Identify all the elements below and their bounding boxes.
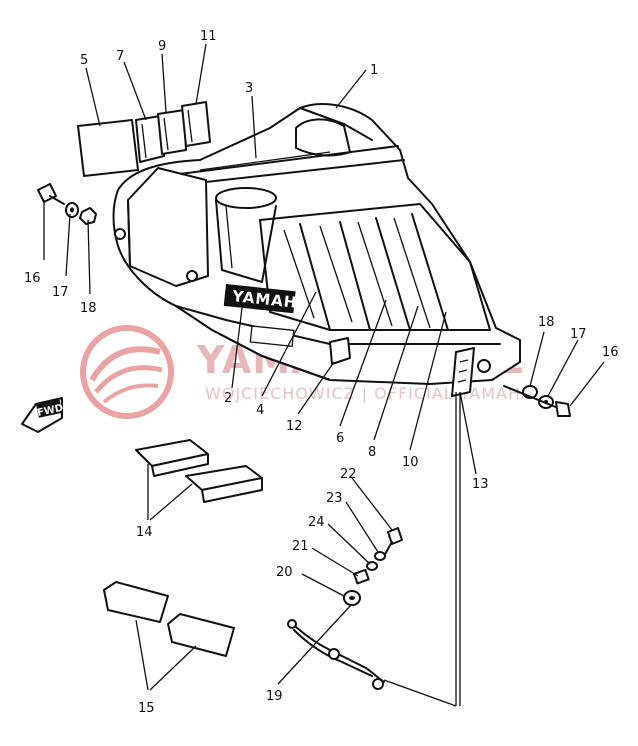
callout-16-left: 16 <box>24 271 41 286</box>
callout-6: 6 <box>336 431 344 446</box>
fwd-arrow: FWD <box>21 397 64 433</box>
plate-11 <box>181 101 211 147</box>
callout-18-right: 18 <box>538 315 555 330</box>
leader-lines <box>43 43 605 707</box>
pad-15a <box>103 581 169 623</box>
pad-14a <box>135 439 209 477</box>
callout-10: 10 <box>402 455 419 470</box>
callout-7: 7 <box>116 49 124 64</box>
watermark-logo <box>80 325 174 419</box>
pad-14b <box>185 465 263 503</box>
callout-20: 20 <box>276 565 293 580</box>
callout-5: 5 <box>80 53 88 68</box>
yamaha-emblem <box>223 284 296 314</box>
callout-labels: 1 2 3 4 5 6 7 8 9 10 11 12 13 14 15 16 1… <box>24 29 619 716</box>
callout-11: 11 <box>200 29 217 44</box>
plate-9 <box>157 109 187 155</box>
watermark-subtitle: WOJCIECHOWICZ | OFFICIAL YAMAHA <box>205 384 533 403</box>
plate-12 <box>329 337 351 365</box>
nut-18-left <box>79 207 97 225</box>
callout-14: 14 <box>136 525 153 540</box>
plate-7 <box>135 115 165 163</box>
callout-9: 9 <box>158 39 166 54</box>
bracket-19 <box>287 619 385 690</box>
callout-8: 8 <box>368 445 376 460</box>
bolt-16-left <box>37 183 65 205</box>
fwd-text: FWD <box>36 403 64 419</box>
engine-cover: YAMAHA <box>112 103 521 397</box>
callout-19: 19 <box>266 689 283 704</box>
callout-2: 2 <box>224 391 232 406</box>
plate-13 <box>451 347 475 397</box>
plate-5 <box>77 119 139 177</box>
callout-12: 12 <box>286 419 303 434</box>
washer-17-left <box>65 202 79 218</box>
callout-23: 23 <box>326 491 343 506</box>
callout-21: 21 <box>292 539 309 554</box>
bolt-16-right <box>503 385 571 417</box>
callout-16-right: 16 <box>602 345 619 360</box>
callout-24: 24 <box>308 515 325 530</box>
callout-1: 1 <box>370 63 378 78</box>
collar-21 <box>353 568 370 585</box>
callout-13: 13 <box>472 477 489 492</box>
callout-15: 15 <box>138 701 155 716</box>
pad-15b <box>167 613 235 657</box>
washer-23 <box>374 551 386 561</box>
callout-17-right: 17 <box>570 327 587 342</box>
callout-3: 3 <box>245 81 253 96</box>
callout-18-left: 18 <box>80 301 97 316</box>
callout-22: 22 <box>340 467 357 482</box>
bolt-22 <box>383 527 403 557</box>
grommet-20 <box>343 590 361 606</box>
callout-4: 4 <box>256 403 264 418</box>
callout-17-left: 17 <box>52 285 69 300</box>
